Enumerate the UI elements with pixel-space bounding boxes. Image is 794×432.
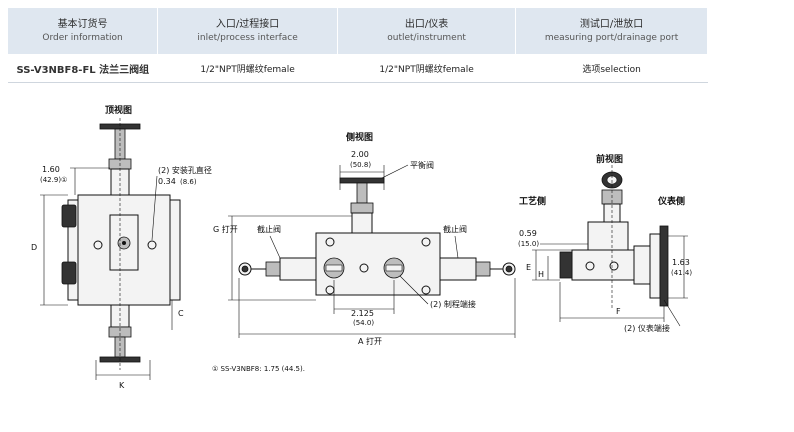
hole-dim-mm: (8.6) bbox=[180, 178, 197, 186]
instrument-conn-leader bbox=[663, 299, 681, 327]
front-upper-body bbox=[587, 221, 629, 251]
port-slot bbox=[385, 264, 403, 272]
left-valve-body bbox=[279, 257, 317, 281]
table-cell: 1/2"NPT阴螺纹female bbox=[337, 54, 516, 83]
balance-handle bbox=[339, 177, 385, 184]
left-valve-knob-inner bbox=[241, 265, 249, 273]
dim-f: F bbox=[616, 307, 621, 316]
side-bolt bbox=[325, 237, 335, 247]
dim-163: 1.63 bbox=[672, 258, 690, 267]
dim-k: K bbox=[119, 381, 125, 390]
dim-d: D bbox=[31, 243, 37, 252]
dim-200-mm: (50.8) bbox=[350, 161, 371, 169]
dim-2125: 2.125 bbox=[351, 309, 374, 318]
front-bolt bbox=[609, 261, 619, 271]
left-port-lower bbox=[61, 261, 77, 285]
instrument-side-label: 仪表侧 bbox=[657, 195, 685, 207]
table-cell: 1/2"NPT阴螺纹female bbox=[157, 54, 338, 83]
front-flange-plate bbox=[659, 225, 669, 307]
bolt-right bbox=[147, 240, 157, 250]
process-conn-label: (2) 制程端接 bbox=[430, 299, 476, 309]
table-row: SS-V3NBF8-FL 法兰三阀组 1/2"NPT阴螺纹female 1/2"… bbox=[8, 54, 708, 83]
front-main-body bbox=[571, 249, 635, 281]
instrument-conn-label: (2) 仪表端接 bbox=[624, 323, 670, 333]
balance-body bbox=[351, 212, 373, 234]
side-view-title: 侧视图 bbox=[346, 131, 373, 143]
left-valve-bonnet bbox=[265, 261, 281, 277]
center-hole-inner bbox=[122, 241, 126, 245]
front-bolt bbox=[585, 261, 595, 271]
dim-160-mm: (42.9)① bbox=[40, 176, 67, 184]
right-valve-bonnet bbox=[475, 261, 491, 277]
stop-valve-left-label: 截止阀 bbox=[257, 224, 281, 234]
footnote: ① SS-V3NBF8: 1.75 (44.5). bbox=[212, 365, 305, 373]
side-bolt bbox=[421, 237, 431, 247]
front-process-port bbox=[559, 251, 573, 279]
process-side-label: 工艺侧 bbox=[519, 195, 546, 207]
stop-valve-right-label: 截止阀 bbox=[443, 224, 467, 234]
right-valve-body bbox=[439, 257, 477, 281]
bolt-left bbox=[93, 240, 103, 250]
dim-2125-mm: (54.0) bbox=[353, 319, 374, 327]
stop-valve-right-leader bbox=[454, 235, 459, 259]
front-flange bbox=[649, 233, 661, 299]
right-valve-knob-inner bbox=[505, 265, 513, 273]
side-view: 侧视图 2.00 (50.8) 平衡阀 bbox=[213, 131, 516, 346]
g-open-label: G 打开 bbox=[213, 224, 238, 234]
body-flange-left bbox=[67, 199, 79, 301]
top-bonnet-body bbox=[110, 168, 130, 196]
side-center-bolt bbox=[359, 263, 369, 273]
port-slot bbox=[325, 264, 343, 272]
table-cell: SS-V3NBF8-FL 法兰三阀组 bbox=[8, 54, 158, 83]
balance-bonnet bbox=[350, 202, 374, 214]
table-cell: 选项selection bbox=[515, 54, 708, 83]
process-conn-leader bbox=[399, 275, 429, 305]
front-view: 前视图 工艺侧 仪表侧 0.59 (15.0) E H 1.63 bbox=[518, 153, 692, 333]
balance-stem bbox=[356, 182, 368, 204]
dim-200: 2.00 bbox=[351, 150, 369, 159]
balance-valve-leader bbox=[377, 164, 409, 181]
side-bolt bbox=[421, 285, 431, 295]
hole-leader bbox=[151, 175, 158, 241]
balance-valve-label: 平衡阀 bbox=[410, 160, 434, 170]
hole-label: (2) 安装孔直径 bbox=[158, 165, 212, 175]
body-flange-right bbox=[169, 199, 181, 301]
front-view-title: 前视图 bbox=[596, 153, 623, 165]
front-flange-neck bbox=[633, 245, 651, 285]
side-bolt bbox=[325, 285, 335, 295]
dim-e: E bbox=[526, 263, 531, 272]
top-view-title: 顶视图 bbox=[105, 104, 132, 116]
hole-dim: 0.34 bbox=[158, 177, 176, 186]
left-port-upper bbox=[61, 204, 77, 228]
dim-163-mm: (41.4) bbox=[671, 269, 692, 277]
stop-valve-left-leader bbox=[269, 235, 281, 259]
a-open-label: A 打开 bbox=[358, 336, 382, 346]
top-view: 顶视图 1.60 (42.9)① (2) 安装孔直径 0.34 (8. bbox=[31, 104, 212, 390]
dim-160: 1.60 bbox=[42, 165, 60, 174]
dim-c: C bbox=[178, 309, 184, 318]
dim-059-mm: (15.0) bbox=[518, 240, 539, 248]
dim-h: H bbox=[538, 270, 544, 279]
dim-059: 0.59 bbox=[519, 229, 537, 238]
